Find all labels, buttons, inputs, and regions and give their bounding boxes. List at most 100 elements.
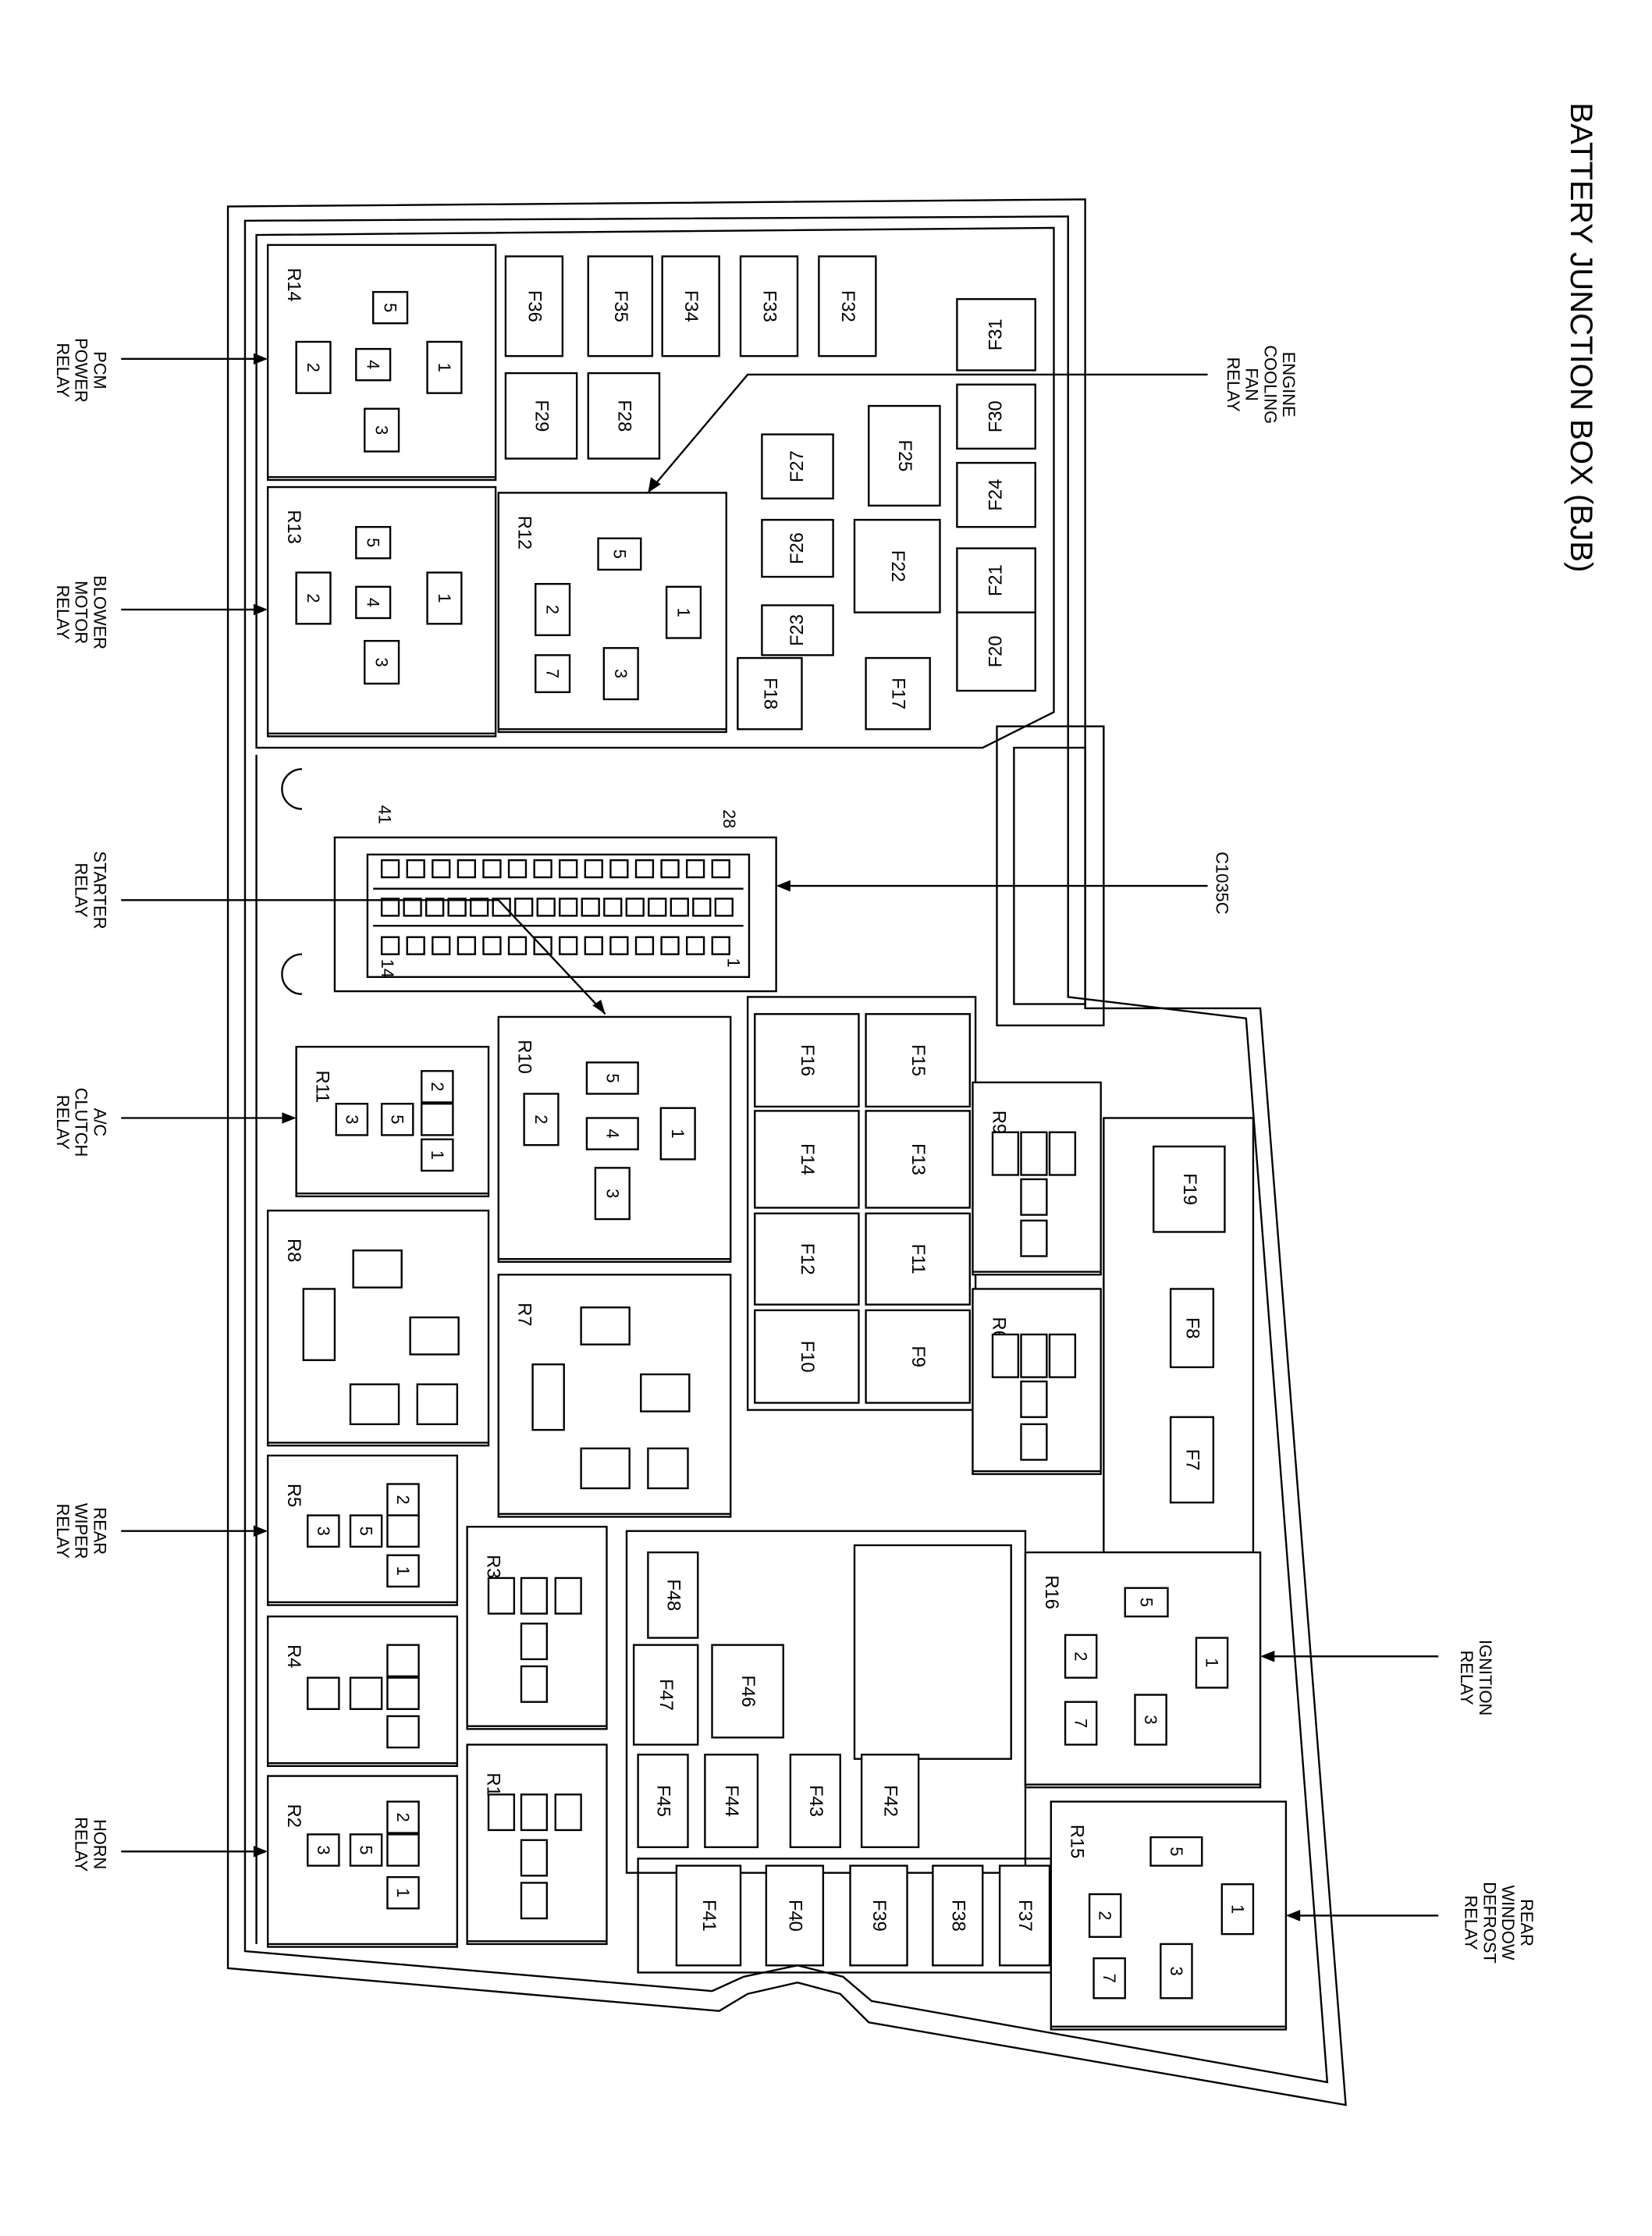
- fuse-label: F29: [531, 400, 552, 432]
- relay-pin: [355, 585, 392, 620]
- connector-terminal: [584, 859, 603, 879]
- callout-label: RELAY: [53, 1504, 73, 1559]
- fuse-f19[interactable]: F19: [1153, 1145, 1226, 1233]
- callout-label: COOLING: [1260, 345, 1280, 424]
- fuse-label: F41: [698, 1900, 719, 1932]
- fuse-f13[interactable]: F13: [865, 1110, 971, 1209]
- fuse-f39[interactable]: F39: [849, 1865, 908, 1967]
- fuse-f14[interactable]: F14: [754, 1110, 860, 1209]
- connector-terminal: [714, 898, 734, 917]
- fuse-f7[interactable]: F7: [1169, 1416, 1215, 1504]
- fuse-f36[interactable]: F36: [504, 255, 564, 357]
- fuse-f35[interactable]: F35: [587, 255, 654, 357]
- relay-pin: [991, 1333, 1020, 1378]
- connector-terminal: [686, 936, 705, 955]
- fuse-f47[interactable]: F47: [632, 1644, 699, 1746]
- fuse-f30[interactable]: F30: [956, 383, 1036, 450]
- connector-terminal: [609, 936, 629, 955]
- fuse-f11[interactable]: F11: [865, 1212, 971, 1306]
- fuse-f26[interactable]: F26: [761, 518, 834, 578]
- fuse-f42[interactable]: F42: [860, 1754, 920, 1849]
- fuse-f10[interactable]: F10: [754, 1309, 860, 1404]
- connector-terminal: [559, 936, 578, 955]
- fuse-f32[interactable]: F32: [818, 255, 877, 357]
- connector-terminal: [625, 898, 645, 917]
- fuse-f27[interactable]: F27: [761, 433, 834, 499]
- callout-label: MOTOR: [72, 581, 91, 644]
- fuse-f43[interactable]: F43: [789, 1754, 841, 1849]
- fuse-f29[interactable]: F29: [504, 371, 578, 460]
- relay-r6[interactable]: R6: [972, 1288, 1102, 1475]
- relay-r8[interactable]: R8: [266, 1209, 490, 1447]
- fuse-f33[interactable]: F33: [739, 255, 799, 357]
- fuse-f48[interactable]: F48: [647, 1551, 699, 1639]
- connector-terminal: [634, 859, 655, 879]
- fuse-f44[interactable]: F44: [704, 1754, 759, 1849]
- fuse-f21[interactable]: F21: [956, 547, 1036, 613]
- fuse-label: F18: [759, 677, 780, 709]
- relay-pin-number: 3: [1141, 1715, 1160, 1724]
- fuse-f37[interactable]: F37: [998, 1865, 1051, 1967]
- fuse-f28[interactable]: F28: [587, 371, 661, 460]
- fuse-f8[interactable]: F8: [1169, 1288, 1215, 1369]
- fuse-f25[interactable]: F25: [868, 404, 941, 507]
- relay-pin: [1020, 1219, 1048, 1257]
- fuse-f22[interactable]: F22: [853, 518, 941, 613]
- fuse-f41[interactable]: F41: [675, 1865, 742, 1967]
- fuse-f23[interactable]: F23: [761, 604, 834, 656]
- fuse-f16[interactable]: F16: [754, 1013, 860, 1108]
- callout-label: PCM: [90, 351, 109, 389]
- connector-terminal: [457, 859, 476, 879]
- relay-label: R3: [482, 1555, 503, 1578]
- fuse-f9[interactable]: F9: [865, 1309, 971, 1404]
- relay-pin: [421, 1138, 454, 1172]
- connector-terminal: [380, 859, 400, 879]
- fuse-f38[interactable]: F38: [932, 1865, 984, 1967]
- fuse-body: [865, 1309, 971, 1404]
- relay-pin: [520, 1882, 549, 1920]
- fuse-f17[interactable]: F17: [865, 656, 931, 731]
- relay-r9[interactable]: R9: [972, 1081, 1102, 1276]
- fuse-f45[interactable]: F45: [637, 1754, 689, 1849]
- relay-pin: [372, 290, 409, 325]
- fuse-f12[interactable]: F12: [754, 1212, 860, 1306]
- fuse-f20[interactable]: F20: [956, 611, 1036, 692]
- relay-r3[interactable]: R3: [466, 1526, 608, 1730]
- fuse-f40[interactable]: F40: [765, 1865, 825, 1967]
- fuse-f34[interactable]: F34: [661, 255, 720, 357]
- relay-pin: [1048, 1131, 1077, 1176]
- connector-terminal: [603, 898, 623, 917]
- fuse-f46[interactable]: F46: [711, 1644, 784, 1739]
- relay-pin: [386, 1833, 420, 1867]
- relay-r1[interactable]: R1: [466, 1744, 608, 1946]
- fuse-body: [637, 1754, 689, 1849]
- relay-pin-number: 3: [602, 1189, 622, 1198]
- relay-pin: [1124, 1587, 1169, 1618]
- relay-pin-number: 2: [393, 1812, 413, 1822]
- fuse-f18[interactable]: F18: [737, 656, 803, 731]
- fuse-label: F46: [737, 1676, 758, 1708]
- fuse-f15[interactable]: F15: [865, 1013, 971, 1108]
- fuse-label: F35: [610, 290, 631, 322]
- connector-terminal: [692, 898, 712, 917]
- relay-r4[interactable]: R4: [266, 1616, 459, 1767]
- relay-r7[interactable]: R7: [497, 1274, 732, 1518]
- relay-pin: [349, 1383, 400, 1426]
- fuse-f24[interactable]: F24: [956, 461, 1036, 528]
- fuse-label: F16: [797, 1044, 817, 1076]
- relay-pin: [364, 407, 400, 453]
- fuse-label: F15: [908, 1044, 928, 1076]
- relay-pin: [355, 526, 392, 560]
- callout-label: A/C: [90, 1108, 109, 1136]
- fuse-label: F47: [655, 1679, 676, 1711]
- fuse-f31[interactable]: F31: [956, 298, 1036, 371]
